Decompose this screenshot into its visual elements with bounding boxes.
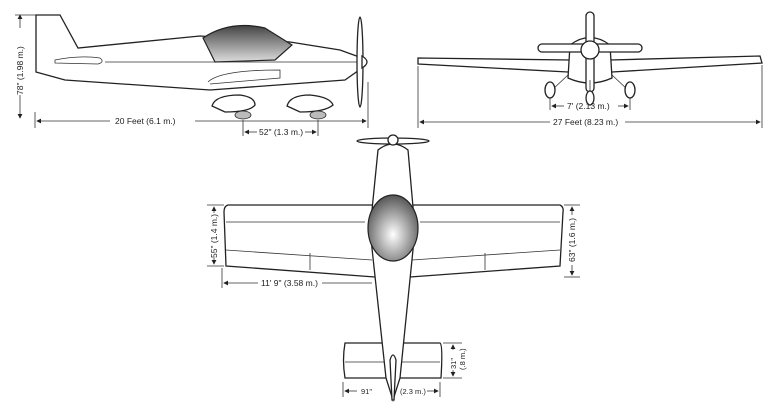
top-tail-span-metric-label: (2.3 m.) <box>400 387 426 396</box>
top-wing-chord-label: 63" (1.6 m.) <box>567 218 577 262</box>
top-wing-root-chord-label: 55" (1.4 m.) <box>209 214 219 258</box>
top-half-span-label: 11' 9" (3.58 m.) <box>261 278 318 288</box>
top-tail-span-label: 91" <box>361 387 372 396</box>
front-span-label: 27 Feet (8.23 m.) <box>553 117 618 127</box>
side-fuselage <box>35 14 363 91</box>
side-main-wheel <box>211 94 256 113</box>
top-canopy <box>367 194 419 262</box>
front-track-label: 7' (2.13 m.) <box>567 101 610 111</box>
side-canopy <box>202 24 293 63</box>
side-height-label: 78" (1.98 m.) <box>15 46 25 95</box>
side-view: 78" (1.98 m.) 20 Feet (6.1 m.) 52" (1.3 … <box>15 14 369 137</box>
side-wheelbase-label: 52" (1.3 m.) <box>259 127 303 137</box>
top-tail-chord-label: 31" <box>449 358 458 369</box>
side-length-label: 20 Feet (6.1 m.) <box>115 116 176 126</box>
top-view: 55" (1.4 m.) 63" (1.6 m.) 11' 9" (3.58 m… <box>207 134 580 403</box>
top-tail-chord-metric-label: (.8 m.) <box>458 348 467 370</box>
side-nose-wheel <box>286 94 334 113</box>
front-view: 7' (2.13 m.) 27 Feet (8.23 m.) <box>417 11 763 128</box>
